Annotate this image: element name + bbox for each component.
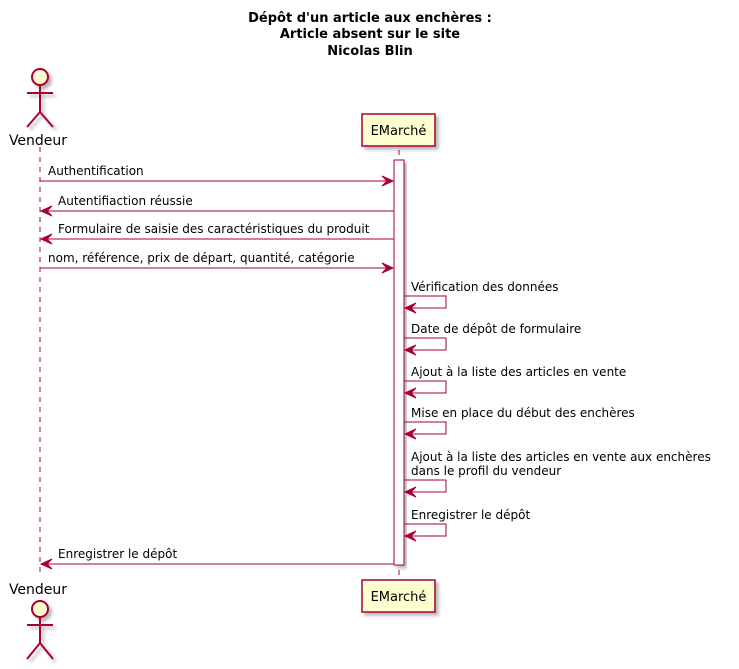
vendeur-actor-bottom: Vendeur bbox=[9, 582, 67, 660]
message-label: Vérification des données bbox=[411, 280, 559, 294]
message-1: Authentification bbox=[40, 164, 395, 187]
arrowhead bbox=[39, 233, 53, 245]
message-label: Date de dépôt de formulaire bbox=[411, 322, 581, 336]
arrowhead bbox=[403, 530, 417, 542]
emarche-activation-bar bbox=[393, 159, 405, 566]
message-3: Formulaire de saisie des caractéristique… bbox=[39, 222, 394, 245]
emarche-label-top: EMarché bbox=[371, 124, 427, 139]
arrowhead bbox=[403, 387, 417, 399]
arrowhead bbox=[403, 344, 417, 356]
arrowhead bbox=[403, 486, 417, 498]
message-label: Ajout à la liste des articles en vente a… bbox=[411, 450, 711, 464]
message-label: Ajout à la liste des articles en vente bbox=[411, 365, 626, 379]
title-line-1: Dépôt d'un article aux enchères : bbox=[248, 11, 492, 26]
self-message-arrow bbox=[404, 421, 447, 435]
message-label: Autentifiaction réussie bbox=[58, 194, 193, 208]
title-line-3: Nicolas Blin bbox=[327, 44, 413, 59]
self-message-arrow bbox=[404, 337, 447, 351]
arrowhead bbox=[39, 205, 53, 217]
message-4: nom, référence, prix de départ, quantité… bbox=[40, 251, 395, 274]
message-7: Ajout à la liste des articles en vente bbox=[403, 365, 626, 399]
message-label: nom, référence, prix de départ, quantité… bbox=[48, 251, 355, 265]
message-label: Authentification bbox=[48, 164, 144, 178]
message-6: Date de dépôt de formulaire bbox=[403, 322, 581, 356]
vendeur-label-top: Vendeur bbox=[9, 133, 67, 149]
arrowhead bbox=[381, 262, 395, 274]
emarche-label-bottom: EMarché bbox=[371, 590, 427, 605]
arrowhead bbox=[403, 428, 417, 440]
stick-figure-icon bbox=[26, 600, 54, 660]
title-line-2: Article absent sur le site bbox=[280, 27, 460, 42]
message-8: Mise en place du début des enchères bbox=[403, 406, 635, 440]
self-message-arrow bbox=[404, 479, 447, 493]
message-5: Vérification des données bbox=[403, 280, 559, 314]
self-message-arrow bbox=[404, 380, 447, 394]
message-label: Formulaire de saisie des caractéristique… bbox=[58, 222, 370, 236]
diagram-title: Dépôt d'un article aux enchères : Articl… bbox=[248, 11, 492, 59]
message-label: Enregistrer le dépôt bbox=[58, 547, 177, 561]
vendeur-actor-top: Vendeur bbox=[9, 68, 67, 149]
arrowhead bbox=[381, 175, 395, 187]
vendeur-label-bottom: Vendeur bbox=[9, 582, 67, 598]
arrowhead bbox=[39, 558, 53, 570]
message-11: Enregistrer le dépôt bbox=[39, 547, 394, 570]
arrowhead bbox=[403, 302, 417, 314]
message-label: dans le profil du vendeur bbox=[411, 464, 561, 478]
emarche-box-bottom: EMarché bbox=[361, 579, 436, 613]
message-2: Autentifiaction réussie bbox=[39, 194, 394, 217]
stick-figure-icon bbox=[26, 68, 54, 128]
message-9: Ajout à la liste des articles en vente a… bbox=[403, 450, 711, 498]
message-label: Enregistrer le dépôt bbox=[411, 508, 530, 522]
message-10: Enregistrer le dépôt bbox=[403, 508, 530, 542]
message-label: Mise en place du début des enchères bbox=[411, 406, 635, 420]
emarche-box-top: EMarché bbox=[361, 113, 436, 147]
self-message-arrow bbox=[404, 523, 447, 537]
self-message-arrow bbox=[404, 295, 447, 309]
